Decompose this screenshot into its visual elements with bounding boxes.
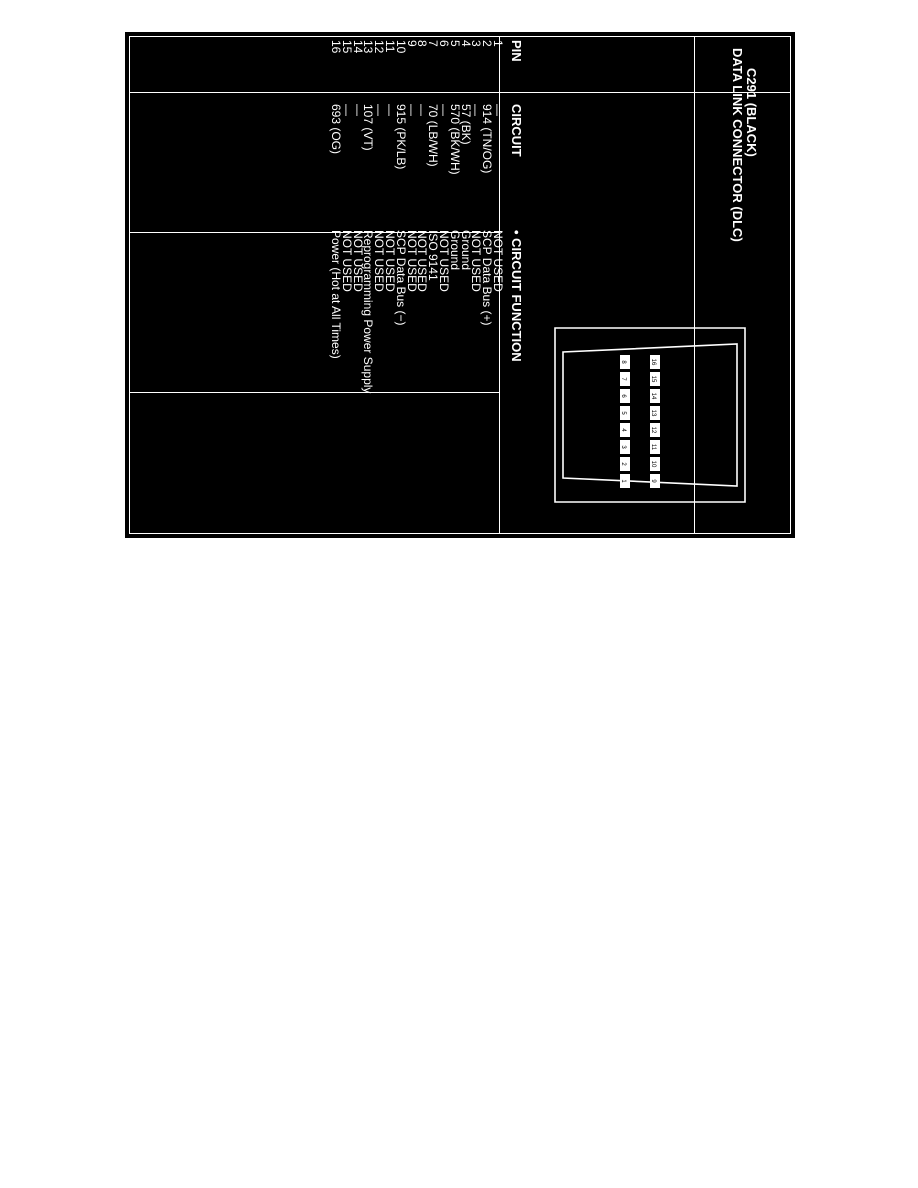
pin-box [650, 440, 660, 454]
pin-box [650, 372, 660, 386]
table-circuit-cell: — [372, 104, 387, 116]
pin-box [620, 355, 630, 369]
pin-number-label: 13 [650, 410, 656, 417]
top-pin-row: 16 15 14 13 12 11 10 9 [650, 355, 660, 488]
pin-number-label: 15 [650, 376, 656, 383]
pin-number-label: 16 [650, 359, 656, 366]
connector-name: DATA LINK CONNECTOR (DLC) [730, 48, 745, 242]
pin-box [620, 406, 630, 420]
pin-number-label: 3 [620, 445, 626, 449]
dlc-connector-drawing: 16 15 14 13 12 11 10 9 8 7 6 5 4 3 2 1 [554, 327, 746, 503]
table-pin-cell: 16 [329, 40, 344, 54]
pin-box [650, 389, 660, 403]
table-circuit-cell: 693 (OG) [329, 104, 344, 155]
pin-number-label: 9 [650, 479, 656, 483]
title-column-divider [129, 92, 791, 93]
table-function-cell: NOT USED [372, 230, 387, 292]
table-pin-cell: 7 [426, 40, 441, 47]
pin-box [650, 457, 660, 471]
pin-box [620, 457, 630, 471]
pin-number-label: 6 [620, 394, 626, 398]
pin-number-label: 8 [620, 360, 626, 364]
circuit-column: —914 (TN/OG)—57 (BK)570 (BK/WH)—70 (LB/W… [329, 104, 505, 175]
table-pin-cell: 12 [372, 40, 387, 54]
pin-number-label: 10 [650, 461, 656, 468]
connector-housing [554, 327, 746, 503]
pin-number-label: 14 [650, 393, 656, 400]
pin-header: PIN [509, 40, 524, 62]
pin-number-label: 5 [620, 411, 626, 415]
pin-number-label: 12 [650, 427, 656, 434]
table-circuit-cell: 70 (LB/WH) [426, 104, 441, 167]
pin-box [650, 406, 660, 420]
connector-face [562, 343, 738, 487]
pin-number-label: 11 [650, 444, 656, 451]
table-function-cell: SCP Data Bus (+) [480, 230, 495, 326]
connector-diagram-panel: C291 (BLACK) DATA LINK CONNECTOR (DLC) 1… [125, 32, 795, 538]
bottom-pin-row: 8 7 6 5 4 3 2 1 [620, 355, 630, 488]
pin-number-label: 1 [620, 479, 626, 483]
circuit-header: CIRCUIT [509, 104, 524, 157]
pin-box [620, 474, 630, 488]
pin-box [650, 423, 660, 437]
pin-box [620, 372, 630, 386]
pin-box [650, 355, 660, 369]
pin-number-label: 7 [620, 377, 626, 381]
table-function-cell: Power (Hot at All Times) [329, 230, 344, 359]
table-function-cell: ISO 9141 [426, 230, 441, 281]
connector-id: C291 (BLACK) [744, 68, 759, 157]
pin-box [620, 440, 630, 454]
pin-number-label: 4 [620, 428, 626, 432]
pin-box [620, 389, 630, 403]
table-pin-cell: 2 [480, 40, 495, 47]
connector-title: C291 (BLACK) DATA LINK CONNECTOR (DLC) [730, 48, 759, 242]
diagram-content: C291 (BLACK) DATA LINK CONNECTOR (DLC) 1… [125, 32, 795, 538]
function-header: • CIRCUIT FUNCTION [509, 230, 524, 362]
pin-box [650, 474, 660, 488]
pin-box [620, 423, 630, 437]
pin-number-label: 2 [620, 462, 626, 466]
table-circuit-cell: 914 (TN/OG) [480, 104, 495, 174]
